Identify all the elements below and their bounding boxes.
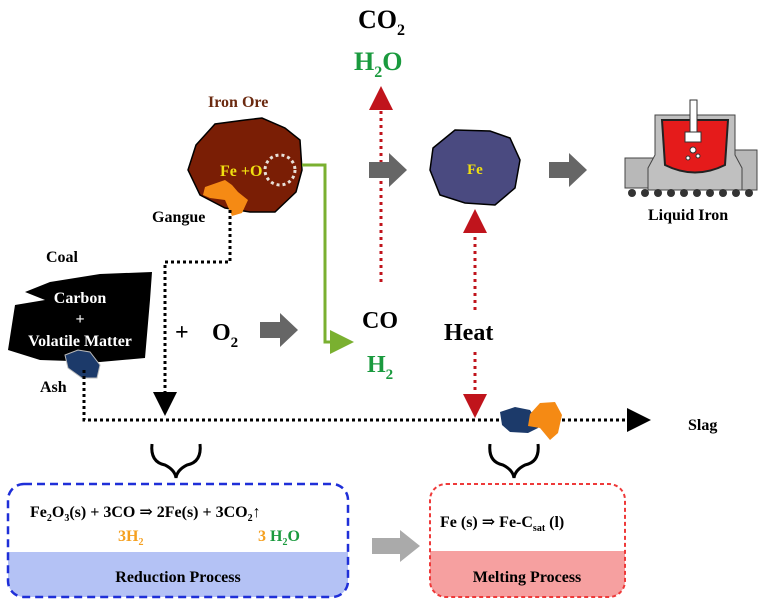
heat-label: Heat	[444, 320, 493, 346]
coal-carbon: Carbon	[54, 290, 107, 307]
flow-arrow-o2	[260, 313, 298, 347]
ash-chunk	[64, 349, 101, 379]
iron-ore-title: Iron Ore	[208, 94, 268, 111]
liquid-iron-label: Liquid Iron	[648, 207, 728, 224]
coal-lump	[8, 272, 152, 362]
melting-process-box	[429, 483, 626, 598]
reduction-process-title: Reduction Process	[115, 569, 240, 586]
reduction-brace	[150, 443, 202, 479]
alt-product-h2o: 3 H2O	[258, 528, 300, 548]
gangue-chunk	[203, 180, 248, 216]
oxygen-circle	[263, 153, 297, 187]
melting-process-title: Melting Process	[473, 569, 582, 586]
slag-label: Slag	[688, 417, 717, 434]
melting-equation: Fe (s) ⇒ Fe-Csat (l)	[440, 514, 564, 534]
alt-reductant-h2: 3H2	[118, 528, 143, 548]
co-label: CO	[362, 308, 398, 334]
coal-plus: +	[75, 311, 84, 328]
ladle-furnace-icon	[624, 99, 758, 197]
ash-label: Ash	[40, 379, 67, 396]
gangue-label: Gangue	[152, 209, 205, 226]
melting-brace	[488, 443, 540, 479]
flow-arrow-2	[549, 153, 587, 187]
h2-label: H2	[367, 352, 393, 383]
reduction-equation: Fe2O3(s) + 3CO ⇒ 2Fe(s) + 3CO2↑	[30, 504, 261, 524]
plus-sign: +	[175, 320, 189, 346]
fe-lump	[429, 129, 521, 206]
slag-gangue-chunk	[528, 402, 562, 440]
co2-label: CO2	[358, 5, 405, 39]
oxygen-transfer-line	[302, 163, 354, 354]
h2o-label: H2O	[354, 47, 402, 81]
fe-o-label: Fe +O	[220, 163, 262, 180]
coal-title: Coal	[46, 249, 79, 266]
coal-volatile: Volatile Matter	[28, 333, 132, 350]
fe-label: Fe	[467, 162, 483, 178]
reduction-process-box	[6, 482, 350, 599]
slag-ash-chunk	[500, 407, 538, 433]
process-arrow	[372, 530, 420, 562]
o2-label: O2	[212, 320, 238, 351]
gangue-flow-line	[153, 210, 232, 416]
flow-arrow-1	[369, 153, 407, 187]
ash-flow-line	[82, 370, 505, 422]
